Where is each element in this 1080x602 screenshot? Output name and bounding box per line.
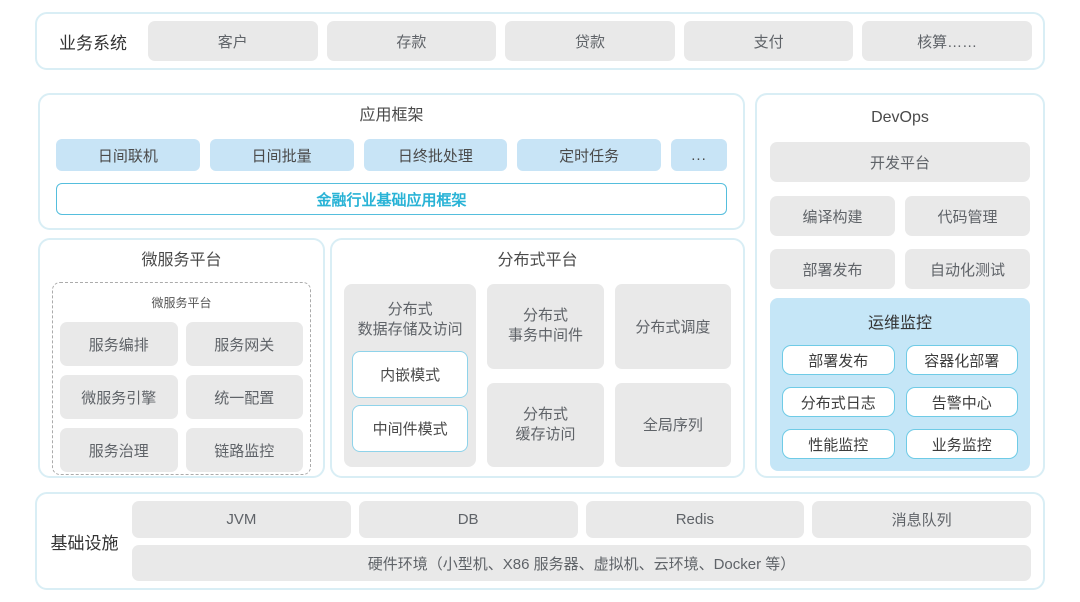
devops-items: 编译构建 代码管理 部署发布 自动化测试 xyxy=(770,196,1030,289)
ops-monitor-panel: 运维监控 部署发布 容器化部署 分布式日志 告警中心 性能监控 业务监控 xyxy=(770,298,1030,471)
distributed-right-column: 分布式调度 全局序列 xyxy=(614,284,731,467)
microservice-inner-panel: 微服务平台 服务编排 服务网关 微服务引擎 统一配置 服务治理 链路监控 xyxy=(52,282,311,475)
devops-item-deploy: 部署发布 xyxy=(770,249,895,289)
distributed-columns: 分布式 数据存储及访问 内嵌模式 中间件模式 分布式 事务中间件 分布式 缓存访… xyxy=(344,284,731,467)
infra-hardware-env: 硬件环境（小型机、X86 服务器、虚拟机、云环境、Docker 等） xyxy=(132,545,1031,581)
business-systems-label: 业务系统 xyxy=(59,33,127,53)
ms-item-engine: 微服务引擎 xyxy=(60,375,178,419)
fw-base-framework: 金融行业基础应用框架 xyxy=(56,183,727,215)
dist-item-global-sequence: 全局序列 xyxy=(614,382,731,467)
app-framework-title: 应用框架 xyxy=(359,107,424,124)
infra-item-jvm: JVM xyxy=(132,501,351,538)
monitor-item-deploy-release: 部署发布 xyxy=(782,345,895,375)
distributed-platform-title: 分布式平台 xyxy=(497,252,578,269)
infra-item-mq: 消息队列 xyxy=(812,501,1031,538)
fw-item-scheduled-tasks: 定时任务 xyxy=(517,139,661,171)
storage-mode-embedded: 内嵌模式 xyxy=(352,351,469,398)
microservice-platform-title: 微服务平台 xyxy=(141,252,222,269)
infrastructure-section: 基础设施 JVM DB Redis 消息队列 硬件环境（小型机、X86 服务器、… xyxy=(35,492,1045,590)
ops-monitor-title: 运维监控 xyxy=(867,315,932,332)
fw-item-daytime-batch: 日间批量 xyxy=(209,139,354,171)
devops-section: DevOps 开发平台 编译构建 代码管理 部署发布 自动化测试 运维监控 部署… xyxy=(755,93,1045,478)
devops-item-build: 编译构建 xyxy=(770,196,895,236)
devops-item-auto-test: 自动化测试 xyxy=(905,249,1030,289)
ops-monitor-items: 部署发布 容器化部署 分布式日志 告警中心 性能监控 业务监控 xyxy=(782,345,1018,459)
devops-title: DevOps xyxy=(871,109,929,126)
infrastructure-label: 基础设施 xyxy=(50,533,119,553)
app-framework-section: 应用框架 日间联机 日间批量 日终批处理 定时任务 ... 金融行业基础应用框架 xyxy=(38,93,745,230)
business-item-payment: 支付 xyxy=(683,21,854,61)
business-item-deposit: 存款 xyxy=(326,21,497,61)
dist-item-transaction-middleware: 分布式 事务中间件 xyxy=(487,284,604,369)
monitor-item-container-deploy: 容器化部署 xyxy=(905,345,1018,375)
distributed-storage-box: 分布式 数据存储及访问 内嵌模式 中间件模式 xyxy=(344,284,477,467)
distributed-platform-section: 分布式平台 分布式 数据存储及访问 内嵌模式 中间件模式 分布式 事务中间件 分… xyxy=(330,238,745,478)
dist-item-cache-access: 分布式 缓存访问 xyxy=(487,382,604,467)
infra-item-db: DB xyxy=(358,501,578,538)
distributed-middle-column: 分布式 事务中间件 分布式 缓存访问 xyxy=(487,284,604,467)
monitor-item-distributed-log: 分布式日志 xyxy=(782,387,895,417)
ms-item-trace-monitor: 链路监控 xyxy=(185,428,303,472)
monitor-item-alert-center: 告警中心 xyxy=(905,387,1018,417)
business-item-loan: 贷款 xyxy=(505,21,675,61)
storage-mode-middleware: 中间件模式 xyxy=(352,405,469,452)
business-item-customer: 客户 xyxy=(148,21,318,61)
ms-item-unified-config: 统一配置 xyxy=(185,375,303,419)
fw-item-more: ... xyxy=(671,139,727,171)
ms-item-orchestration: 服务编排 xyxy=(60,322,178,366)
fw-item-eod-batch: 日终批处理 xyxy=(363,139,508,171)
distributed-storage-label: 分布式 数据存储及访问 xyxy=(357,301,463,338)
monitor-item-business: 业务监控 xyxy=(905,429,1018,459)
business-systems-section: 业务系统 客户 存款 贷款 支付 核算…… xyxy=(35,12,1045,70)
microservice-items: 服务编排 服务网关 微服务引擎 统一配置 服务治理 链路监控 xyxy=(60,322,303,472)
infrastructure-content: JVM DB Redis 消息队列 硬件环境（小型机、X86 服务器、虚拟机、云… xyxy=(132,501,1031,581)
microservice-platform-section: 微服务平台 微服务平台 服务编排 服务网关 微服务引擎 统一配置 服务治理 链路… xyxy=(38,238,325,478)
infrastructure-items: JVM DB Redis 消息队列 xyxy=(132,501,1031,538)
devops-item-code-mgmt: 代码管理 xyxy=(905,196,1030,236)
microservice-inner-title: 微服务平台 xyxy=(151,296,212,310)
monitor-item-performance: 性能监控 xyxy=(782,429,895,459)
ms-item-governance: 服务治理 xyxy=(60,428,178,472)
fw-item-daytime-online: 日间联机 xyxy=(56,139,200,171)
business-item-accounting: 核算…… xyxy=(862,21,1032,61)
ms-item-gateway: 服务网关 xyxy=(185,322,303,366)
app-framework-items: 日间联机 日间批量 日终批处理 定时任务 ... xyxy=(56,139,727,171)
devops-dev-platform: 开发平台 xyxy=(770,142,1030,182)
infra-item-redis: Redis xyxy=(585,501,805,538)
business-systems-items: 客户 存款 贷款 支付 核算…… xyxy=(148,21,1032,61)
dist-item-scheduling: 分布式调度 xyxy=(614,284,731,369)
